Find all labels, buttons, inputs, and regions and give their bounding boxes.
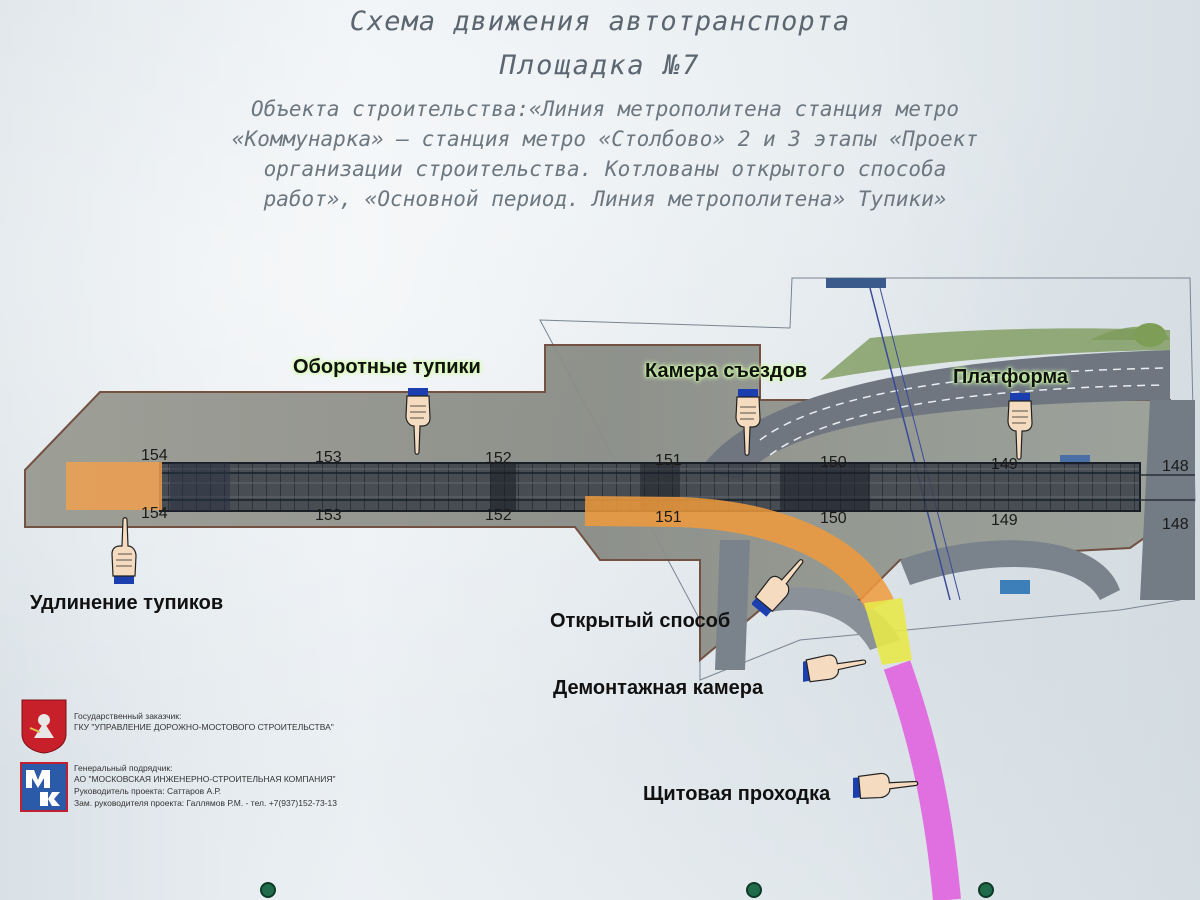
map-title: Схема движения автотранспорта xyxy=(349,6,851,37)
shield-tunnel-route xyxy=(883,660,961,900)
open-method-route xyxy=(584,496,894,612)
picket-top-149: 149 xyxy=(991,456,1018,473)
banner-grommet xyxy=(746,882,762,898)
picket-bottom-153: 153 xyxy=(315,507,342,524)
contractor-name: АО "МОСКОВСКАЯ ИНЖЕНЕРНО-СТРОИТЕЛЬНАЯ КО… xyxy=(74,774,336,784)
customer-label: Государственный заказчик: xyxy=(74,711,182,721)
description-line-3: организации строительства. Котлованы отк… xyxy=(263,157,947,181)
description-line-4: работ», «Основной период. Линия метропол… xyxy=(263,187,947,211)
pointing-hand-icon xyxy=(405,388,431,455)
customer-name: ГКУ "УПРАВЛЕНИЕ ДОРОЖНО-МОСТОВОГО СТРОИТ… xyxy=(74,722,334,732)
pointing-hand-icon xyxy=(752,559,804,617)
contractor-label: Генеральный подрядчик: xyxy=(74,763,173,773)
label-platform: Платформа xyxy=(953,366,1069,388)
pointing-hand-icon xyxy=(1007,393,1033,460)
pointing-hand-icon xyxy=(735,389,761,456)
picket-bottom-149: 149 xyxy=(991,512,1018,529)
label-dead-end-extension: Удлинение тупиков xyxy=(30,592,224,614)
pointing-hand-icon xyxy=(803,654,867,683)
moscow-coat-of-arms-icon xyxy=(21,699,67,754)
picket-bottom-152: 152 xyxy=(485,507,512,524)
picket-bottom-154: 154 xyxy=(141,505,168,522)
label-junction-chamber: Камера съездов xyxy=(645,360,808,382)
label-turnaround-dead-ends: Оборотные тупики xyxy=(293,356,481,378)
dismantling-zone xyxy=(864,598,912,665)
description-line-2: «Коммунарка» — станция метро «Столбово» … xyxy=(232,127,978,151)
mik-logo-icon xyxy=(20,762,68,812)
highway-road xyxy=(700,350,1170,480)
picket-top-153: 153 xyxy=(315,449,342,466)
picket-bottom-151: 151 xyxy=(655,509,682,526)
picket-top-150: 150 xyxy=(820,454,847,471)
picket-top-151: 151 xyxy=(655,452,682,469)
picket-top-148: 148 xyxy=(1162,458,1189,475)
project-manager: Руководитель проекта: Саттаров А.Р. xyxy=(74,786,221,796)
pointing-hand-icon xyxy=(853,772,919,799)
picket-top-154: 154 xyxy=(141,447,168,464)
label-shield-tunneling: Щитовая проходка xyxy=(643,783,831,805)
description-line-1: Объекта строительства:«Линия метрополите… xyxy=(250,97,959,121)
picket-top-152: 152 xyxy=(485,450,512,467)
banner-grommet xyxy=(260,882,276,898)
label-dismantling-chamber: Демонтажная камера xyxy=(553,677,764,699)
extension-zone xyxy=(66,462,162,510)
deputy-manager: Зам. руководителя проекта: Галлямов Р.М.… xyxy=(74,798,337,808)
lower-road xyxy=(715,540,750,670)
banner-grommet xyxy=(978,882,994,898)
picket-bottom-150: 150 xyxy=(820,510,847,527)
pointing-hand-icon xyxy=(111,517,137,584)
label-open-method: Открытый способ xyxy=(550,610,731,632)
map-subtitle: Площадка №7 xyxy=(499,50,701,81)
picket-bottom-148: 148 xyxy=(1162,516,1189,533)
